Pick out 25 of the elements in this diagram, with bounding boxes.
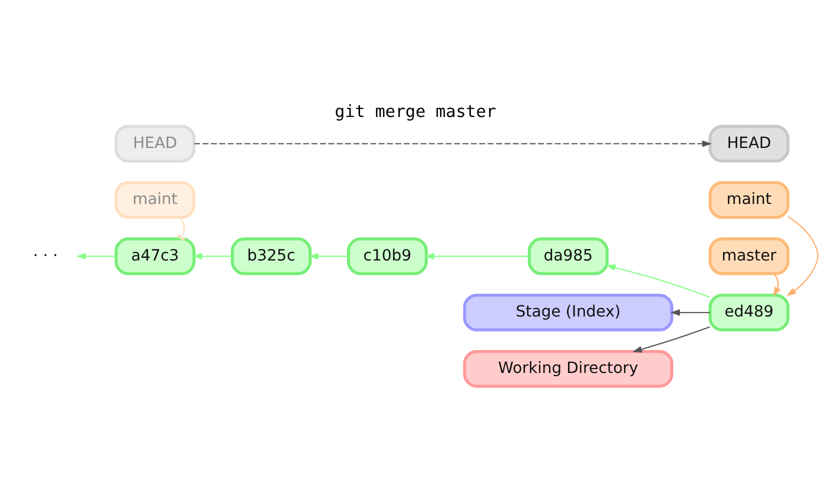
connector bbox=[176, 217, 186, 241]
arrow bbox=[786, 216, 818, 296]
arrow bbox=[670, 309, 710, 316]
node-box: maint bbox=[708, 181, 790, 219]
arrow bbox=[632, 326, 710, 353]
node-box: ed489 bbox=[708, 294, 790, 332]
node-box: master bbox=[708, 237, 790, 276]
arrow bbox=[194, 140, 712, 148]
arrow bbox=[76, 252, 116, 260]
node-box: Stage (Index) bbox=[463, 294, 674, 332]
arrow bbox=[606, 264, 710, 298]
node-box: Working Directory bbox=[463, 350, 674, 388]
node-box: a47c3 bbox=[114, 237, 196, 276]
node-box: da985 bbox=[528, 237, 609, 276]
node-box: b325c bbox=[230, 237, 312, 276]
arrow bbox=[424, 252, 530, 260]
node-box: c10b9 bbox=[346, 237, 428, 276]
arrow bbox=[773, 273, 781, 297]
node-box: maint bbox=[114, 181, 196, 219]
diagram-title: git merge master bbox=[334, 100, 496, 121]
node-text: · · · bbox=[33, 246, 58, 264]
node-box: HEAD bbox=[114, 124, 196, 163]
node-box: HEAD bbox=[708, 124, 790, 163]
arrow bbox=[192, 252, 232, 260]
arrow bbox=[308, 252, 348, 260]
